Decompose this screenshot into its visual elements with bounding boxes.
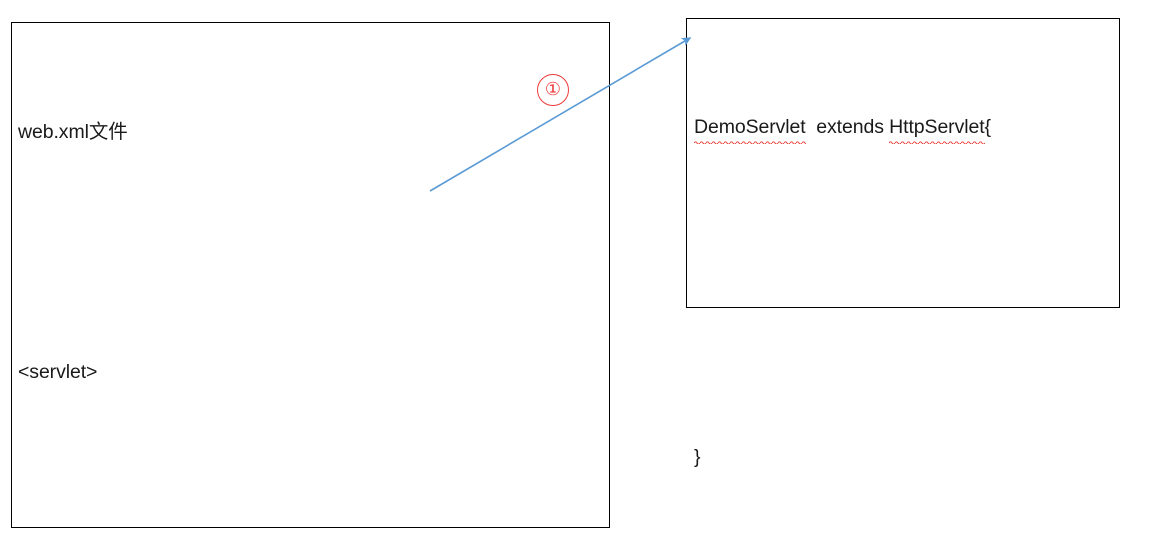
webxml-line-blank-2 [18, 477, 607, 507]
java-class-name: DemoServlet [694, 112, 806, 145]
webxml-line-servlet-open: <servlet> [18, 361, 98, 383]
java-extends-keyword: extends [805, 116, 890, 138]
webxml-line-blank-1 [18, 237, 607, 267]
java-line-blank-1 [694, 232, 1117, 262]
java-line-blank-2 [694, 322, 1117, 352]
java-line-brace-close: } [694, 446, 701, 468]
java-code-block: DemoServlet extends HttpServlet{ } [694, 22, 1117, 553]
webxml-code-block: web.xml文件 <servlet> <servlet-name>demo</… [18, 27, 607, 553]
webxml-code-box: web.xml文件 <servlet> <servlet-name>demo</… [11, 22, 610, 528]
java-super-class-name: HttpServlet [889, 112, 985, 145]
webxml-line-title: web.xml文件 [18, 121, 128, 143]
callout-marker-1: ① [537, 74, 569, 106]
java-class-box: DemoServlet extends HttpServlet{ } [686, 18, 1120, 468]
java-brace-open: { [984, 116, 992, 138]
java-line-class-signature: DemoServlet extends HttpServlet{ [694, 112, 1117, 145]
